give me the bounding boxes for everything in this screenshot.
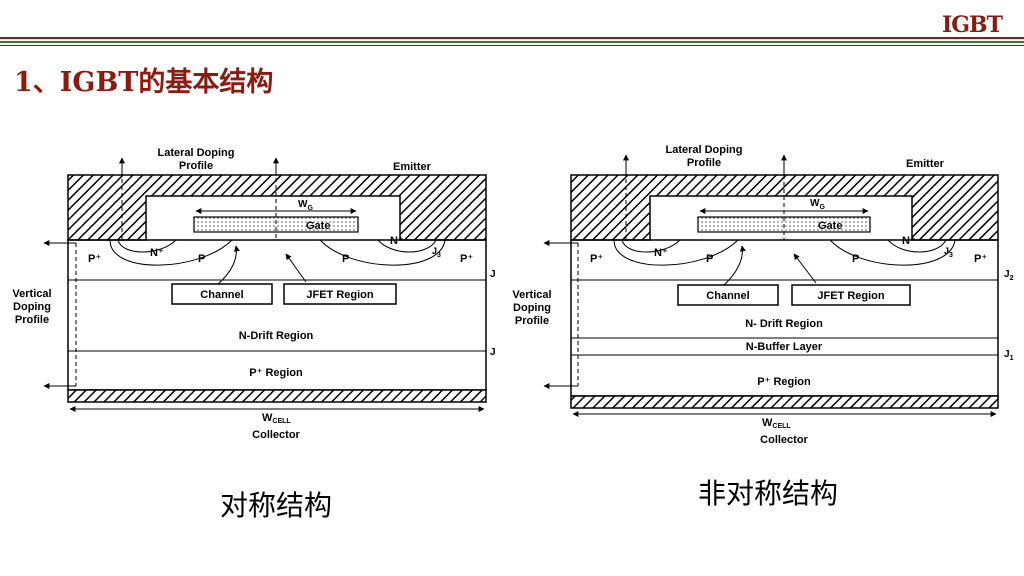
lateral-profile-path	[121, 165, 277, 241]
n-plus-right-region	[887, 239, 947, 253]
p-well-left	[109, 239, 233, 266]
p-well-left	[613, 239, 739, 266]
channel-pointer	[723, 245, 746, 286]
jfet-label: JFET Region	[817, 290, 885, 302]
n-plus-left-label: N⁺	[150, 247, 164, 259]
vertical-doping-label-1: Vertical	[12, 288, 51, 300]
p-plus-region-label: P⁺ Region	[757, 376, 811, 388]
n-buffer-label: N-Buffer Layer	[746, 341, 823, 353]
n-plus-left-region	[117, 239, 177, 253]
jfet-label: JFET Region	[306, 289, 374, 301]
n-plus-left-label: N⁺	[654, 247, 668, 259]
gate-label: Gate	[306, 220, 330, 232]
channel-label: Channel	[706, 290, 749, 302]
vertical-doping-label-3: Profile	[15, 314, 49, 326]
collector-label: Collector	[760, 434, 808, 446]
header-rule-bottom	[0, 45, 1024, 46]
page-title: 1、IGBT的基本结构	[14, 67, 274, 98]
n-plus-right-region	[377, 239, 437, 253]
asymmetric-caption: 非对称结构	[698, 477, 839, 510]
wg-label: WG	[298, 199, 313, 212]
wcell-label: WCELL	[262, 412, 291, 425]
p-well-right	[319, 239, 446, 266]
vertical-doping-label-2: Doping	[13, 301, 51, 313]
vertical-doping-label-3: Profile	[515, 315, 549, 327]
collector-label: Collector	[252, 429, 300, 441]
n-drift-label: N- Drift Region	[745, 318, 823, 330]
jfet-pointer	[793, 253, 817, 284]
lateral-doping-label-2: Profile	[687, 157, 721, 169]
j1-label: J1	[1004, 349, 1014, 362]
n-plus-right-label: N⁺	[390, 235, 404, 247]
p-plus-left-label: P⁺	[88, 253, 101, 265]
vertical-doping-label-2: Doping	[513, 302, 551, 314]
j2-label: J2	[1004, 269, 1014, 282]
lateral-profile-path	[625, 165, 785, 241]
channel-label: Channel	[200, 289, 243, 301]
p-plus-right-label: P⁺	[974, 253, 987, 265]
p-well-right	[829, 239, 956, 266]
collector-metal	[570, 395, 999, 409]
j3-label: J3	[944, 246, 953, 259]
wg-label: WG	[810, 198, 825, 211]
symmetric-igbt-diagram: Gate WG Lateral Doping Profile Emitter V…	[12, 147, 495, 441]
jfet-box	[791, 284, 911, 306]
symmetric-caption: 对称结构	[220, 489, 333, 522]
lateral-doping-label-1: Lateral Doping	[665, 144, 742, 156]
n-plus-right-label: N⁺	[902, 235, 916, 247]
emitter-label: Emitter	[906, 158, 945, 170]
asymmetric-igbt-diagram: Gate WG Lateral Doping Profile Emitter V…	[512, 144, 1013, 446]
gate-label: Gate	[818, 220, 842, 232]
j-lower-label: J	[490, 347, 496, 358]
n-drift-label: N-Drift Region	[239, 330, 314, 342]
p-plus-right-label: P⁺	[460, 253, 473, 265]
j3-label: J3	[432, 246, 441, 259]
lateral-doping-label-1: Lateral Doping	[157, 147, 234, 159]
j-upper-label: J	[490, 269, 496, 280]
header-rule-top	[0, 37, 1024, 39]
vertical-doping-label-1: Vertical	[512, 289, 551, 301]
jfet-box	[283, 283, 397, 305]
channel-pointer	[217, 245, 240, 285]
jfet-pointer	[285, 253, 307, 283]
n-plus-left-region	[621, 239, 681, 253]
p-right-label: P	[342, 253, 349, 265]
lateral-doping-label-2: Profile	[179, 160, 213, 172]
p-plus-left-label: P⁺	[590, 253, 603, 265]
p-plus-region-label: P⁺ Region	[249, 367, 303, 379]
p-right-label: P	[852, 253, 859, 265]
collector-metal	[67, 389, 487, 403]
p-left-label: P	[198, 253, 205, 265]
emitter-label: Emitter	[393, 161, 432, 173]
p-left-label: P	[706, 253, 713, 265]
channel-box	[171, 283, 273, 305]
igbt-logo: IGBT	[941, 12, 1003, 38]
wcell-label: WCELL	[762, 417, 791, 430]
header-rule-middle	[0, 41, 1024, 43]
channel-box	[677, 284, 779, 306]
